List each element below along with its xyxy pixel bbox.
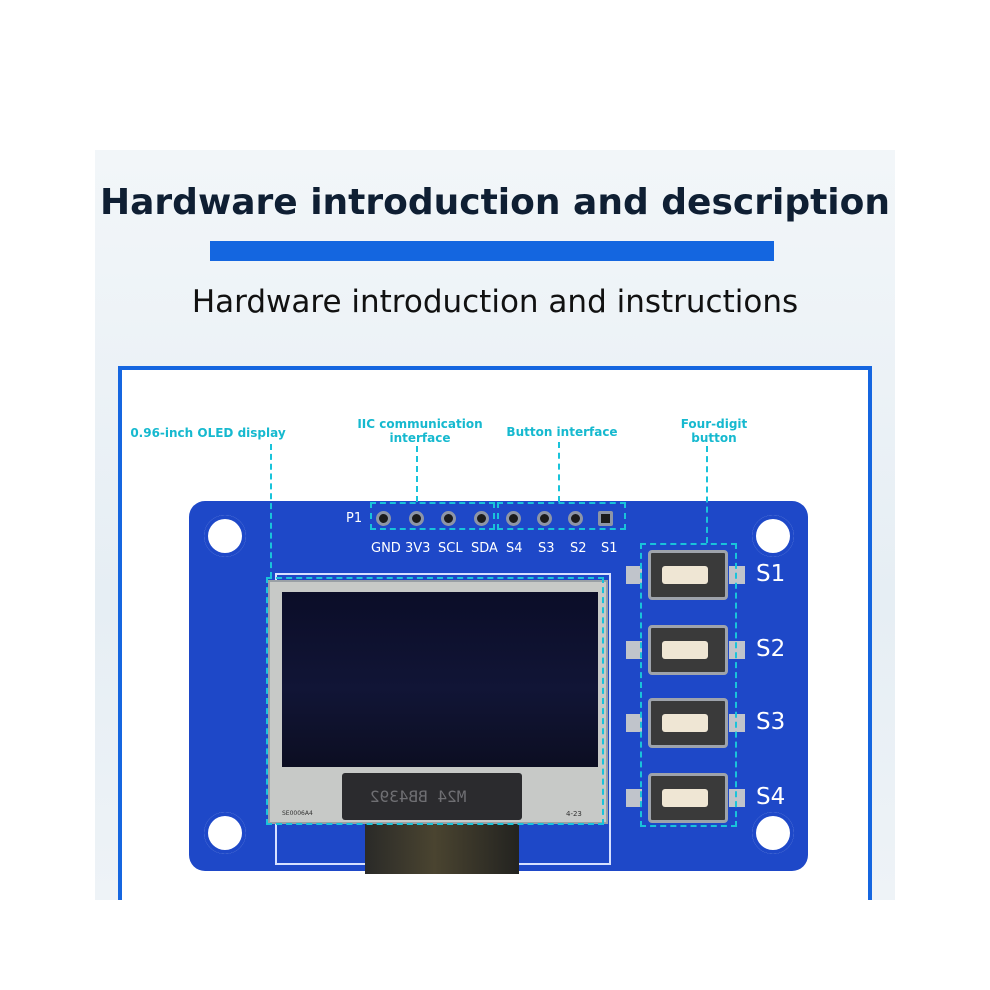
header-label: P1 [346,511,363,526]
mounting-hole-bottom-left [204,812,246,854]
pin-label-scl: SCL [438,541,463,556]
leader-line-four-digit [706,446,708,543]
button-pad [626,566,642,584]
leader-line-oled [270,444,272,578]
header-pin-square [598,511,613,526]
pin-label-sda: SDA [471,541,498,556]
highlight-box-button-interface [497,502,626,530]
page-title: Hardware introduction and description [100,182,890,223]
button-pad [626,714,642,732]
pin-label-s4: S4 [506,541,523,556]
button-label-s1: S1 [756,561,786,587]
button-label-s2: S2 [756,636,786,662]
callout-iic-line2: interface [389,431,451,445]
button-label-s3: S3 [756,709,786,735]
button-pad [729,714,745,732]
highlight-box-iic [370,502,495,530]
header-pin [537,511,552,526]
pin-label-s2: S2 [570,541,587,556]
header-pin [506,511,521,526]
callout-four-digit-line2: button [691,431,737,445]
button-pad [626,641,642,659]
header-pin [441,511,456,526]
callout-iic-interface: IIC communication interface [352,417,488,445]
page-subtitle: Hardware introduction and instructions [191,284,799,320]
highlight-box-buttons [640,543,737,827]
callout-four-digit-line1: Four-digit [680,417,748,431]
button-pad [729,789,745,807]
button-pad [626,789,642,807]
callout-four-digit-button: Four-digit button [664,417,764,445]
mounting-hole-top-right [752,515,794,557]
button-pad [729,641,745,659]
callout-iic-line1: IIC communication [357,417,483,431]
button-s3-cap[interactable] [662,714,708,732]
oled-flex-cable [365,822,519,874]
callout-oled-display: 0.96-inch OLED display [130,426,286,440]
callout-button-interface: Button interface [506,425,618,439]
header-pin [474,511,489,526]
pin-label-gnd: GND [371,541,401,556]
button-s1-cap[interactable] [662,566,708,584]
oled-screen [282,592,598,767]
button-s4-cap[interactable] [662,789,708,807]
leader-line-button-interface [558,442,560,502]
pin-label-s3: S3 [538,541,555,556]
oled-driver-chip: M24 BB4392 [342,773,522,820]
pin-label-3v3: 3V3 [405,541,431,556]
pin-label-s1: S1 [601,541,618,556]
button-pad [729,566,745,584]
header-pin [568,511,583,526]
highlight-box-oled [266,577,604,825]
oled-small-date: 4-23 [566,810,582,818]
mounting-hole-top-left [204,515,246,557]
title-underline-bar [210,241,774,261]
header-pin [376,511,391,526]
oled-small-code: SE0006A4 [282,810,313,817]
leader-line-iic [416,446,418,502]
header-pin [409,511,424,526]
button-s2-cap[interactable] [662,641,708,659]
mounting-hole-bottom-right [752,812,794,854]
button-label-s4: S4 [756,784,786,810]
